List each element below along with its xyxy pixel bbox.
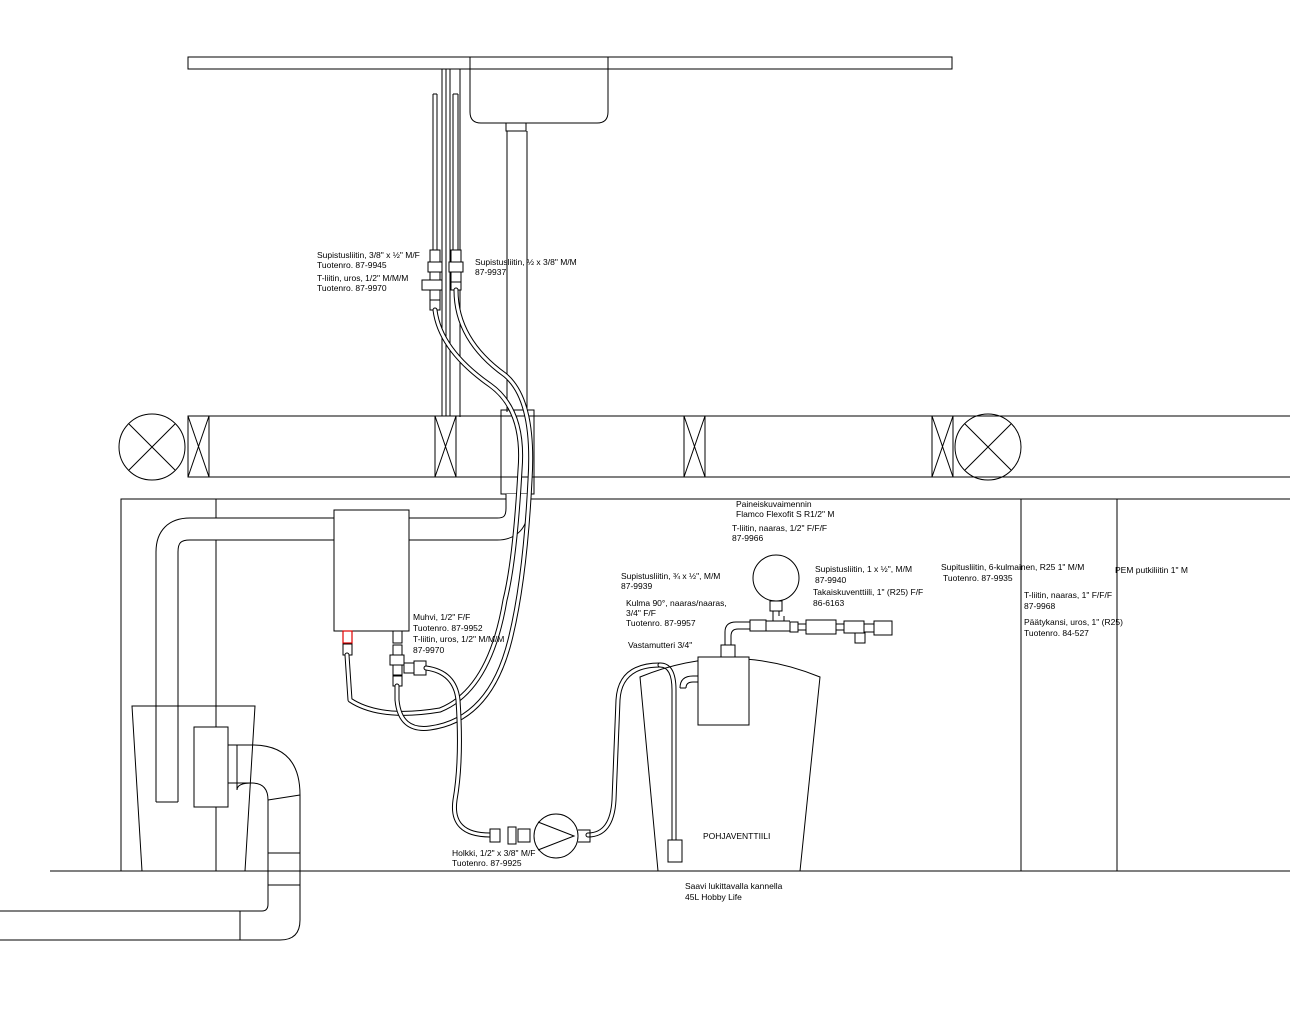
- cross-circle-left: [118, 413, 186, 481]
- label-t-naaras-1: T-liitin, naaras, 1/2" F/F/F: [732, 523, 827, 533]
- label-muhvi-no: Tuotenro. 87-9952: [413, 623, 483, 633]
- labels: Supistusliitin, 3/8" x ½" M/F Tuotenro. …: [317, 250, 1188, 902]
- label-supistus-34: Supistusliitin, ¾ x ½", M/M: [621, 571, 720, 581]
- label-supistus-1: Supistusliitin, 1 x ½", M/M: [815, 564, 912, 574]
- label-vastamutteri: Vastamutteri 3/4": [628, 640, 692, 650]
- rail-lines: [188, 415, 1290, 478]
- water-heater: [333, 509, 410, 632]
- cross-box-1: [187, 415, 210, 478]
- cross-box-2: [434, 415, 457, 478]
- pressure-gauge: [752, 554, 800, 616]
- label-kulma-no: Tuotenro. 87-9957: [626, 618, 696, 628]
- label-takaisku-no: 86-6163: [813, 598, 844, 608]
- label-holkki-no: Tuotenro. 87-9925: [452, 858, 522, 868]
- reducer-38-12-fitting: [421, 249, 443, 311]
- sink-drain-pipe: [506, 131, 528, 412]
- label-supistus-12-38-no: 87-9937: [475, 267, 506, 277]
- label-t-naaras-2: T-liitin, naaras, 1" F/F/F: [1024, 590, 1112, 600]
- holkki-fitting: [489, 828, 501, 843]
- label-kulma-2: 3/4" F/F: [626, 608, 656, 618]
- label-t-liitin-uros-top: T-liitin, uros, 1/2" M/M/M: [317, 273, 408, 283]
- label-saavi-1: Saavi lukittavalla kannella: [685, 881, 783, 891]
- label-muhvi: Muhvi, 1/2" F/F: [413, 612, 470, 622]
- sink-bowl: [469, 69, 609, 124]
- pump-symbol: [533, 813, 591, 859]
- label-supistus-12-38: Supistusliitin, ½ x 3/8" M/M: [475, 257, 577, 267]
- reducer-12-38-fitting: [448, 249, 464, 291]
- label-supitus-6: Supitusliitin, 6-kulmainen, R25 1" M/M: [941, 562, 1084, 572]
- label-paatykansi: Päätykansi, uros, 1" (R25): [1024, 617, 1123, 627]
- label-pem: PEM putkiliitin 1" M: [1115, 565, 1188, 575]
- hoses: [344, 287, 677, 843]
- label-kulma-1: Kulma 90°, naaras/naaras,: [626, 598, 727, 608]
- cross-circle-right: [954, 413, 1022, 481]
- label-saavi-2: 45L Hobby Life: [685, 892, 742, 902]
- label-t-liitin-uros-mid-no: 87-9970: [413, 645, 444, 655]
- label-paineisku-1: Paineiskuvaimennin: [736, 499, 812, 509]
- label-supistus-1-no: 87-9940: [815, 575, 846, 585]
- label-pohjaventtiili: POHJAVENTTIILI: [703, 831, 770, 841]
- label-t-naaras-1-no: 87-9966: [732, 533, 763, 543]
- label-paineisku-2: Flamco Flexofit S R1/2" M: [736, 509, 834, 519]
- label-takaisku: Takaiskuventtiili, 1" (R25) F/F: [813, 587, 923, 597]
- heater-outlet-red: [342, 630, 353, 644]
- faucet-supply-pipes: [441, 69, 461, 417]
- countertop: [187, 56, 953, 70]
- label-t-liitin-uros-mid: T-liitin, uros, 1/2" M/M/M: [413, 634, 504, 644]
- label-supistus-38-12-no: Tuotenro. 87-9945: [317, 260, 387, 270]
- label-supistus-38-12: Supistusliitin, 3/8" x ½" M/F: [317, 250, 420, 260]
- label-holkki: Holkki, 1/2" x 3/8" M/F: [452, 848, 536, 858]
- trap-bucket: [131, 705, 256, 872]
- sink-drain-fitting: [505, 122, 527, 132]
- label-supistus-34-no: 87-9939: [621, 581, 652, 591]
- cross-box-3: [683, 415, 706, 478]
- cross-box-4: [931, 415, 954, 478]
- label-t-liitin-uros-top-no: Tuotenro. 87-9970: [317, 283, 387, 293]
- label-supitus-6-no: Tuotenro. 87-9935: [943, 573, 1013, 583]
- label-t-naaras-2-no: 87-9968: [1024, 601, 1055, 611]
- label-paatykansi-no: Tuotenro. 84-527: [1024, 628, 1089, 638]
- cabinet-outline: [120, 498, 1290, 871]
- foot-valve: [667, 839, 683, 863]
- pressure-fitting-chain: [749, 616, 893, 644]
